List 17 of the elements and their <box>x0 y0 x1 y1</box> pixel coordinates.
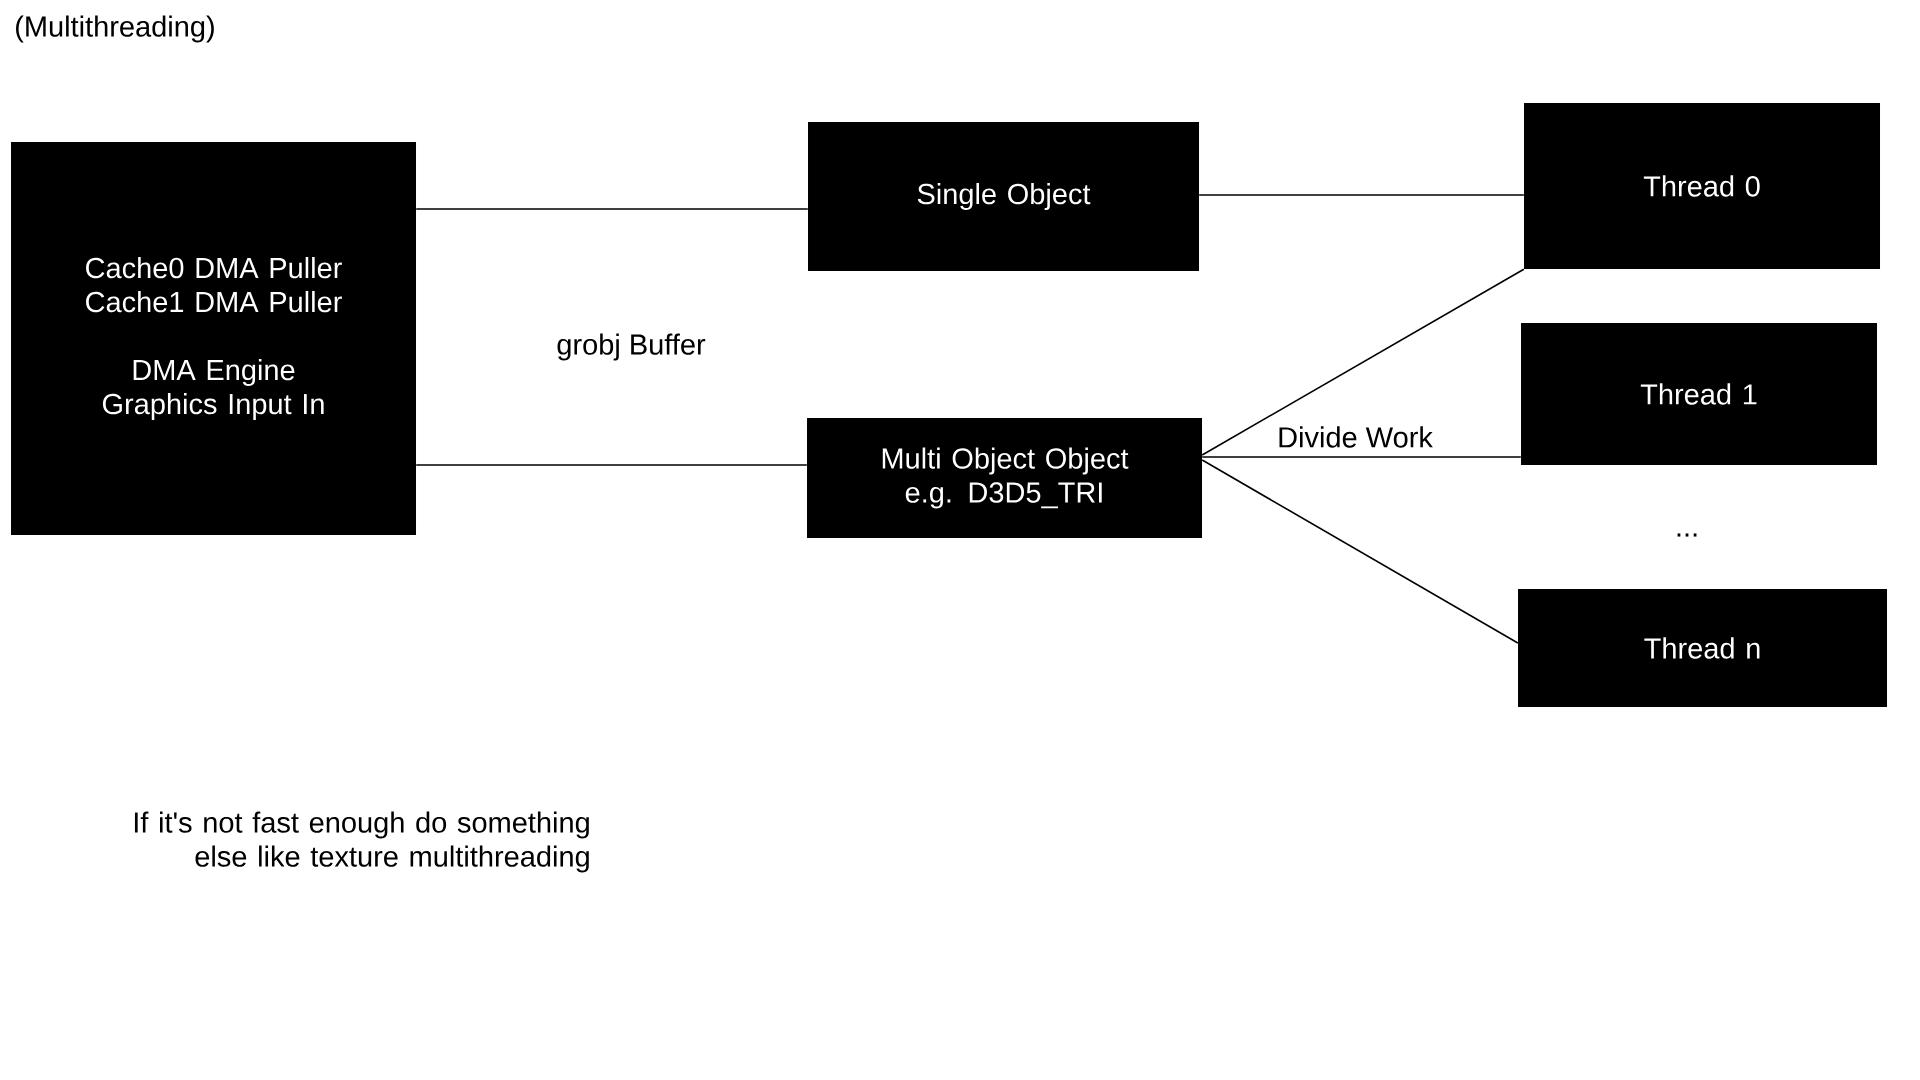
box: Multi Object Object e.g. D3D5_TRI <box>807 418 1202 538</box>
connector-line <box>415 464 808 466</box>
box: Thread 0 <box>1524 103 1880 269</box>
box: Thread 1 <box>1521 323 1877 465</box>
connector-line <box>1201 456 1522 458</box>
title: (Multithreading) <box>16 15 214 43</box>
connector-line <box>1201 459 1519 644</box>
box: Cache0 DMA Puller Cache1 DMA Puller DMA Engine Graphics Input In <box>11 142 416 535</box>
text-label: If it's not fast enough do something else like texture multithreading <box>134 811 589 873</box>
box: Thread n <box>1518 589 1887 707</box>
connector-line <box>415 208 809 210</box>
text-label: ... <box>1677 533 1697 537</box>
box: Single Object <box>808 122 1199 271</box>
connector-line <box>1201 268 1525 456</box>
text-label: grobj Buffer <box>557 333 706 361</box>
edge-label: Divide Work <box>1276 425 1434 449</box>
connector-line <box>1198 194 1525 196</box>
